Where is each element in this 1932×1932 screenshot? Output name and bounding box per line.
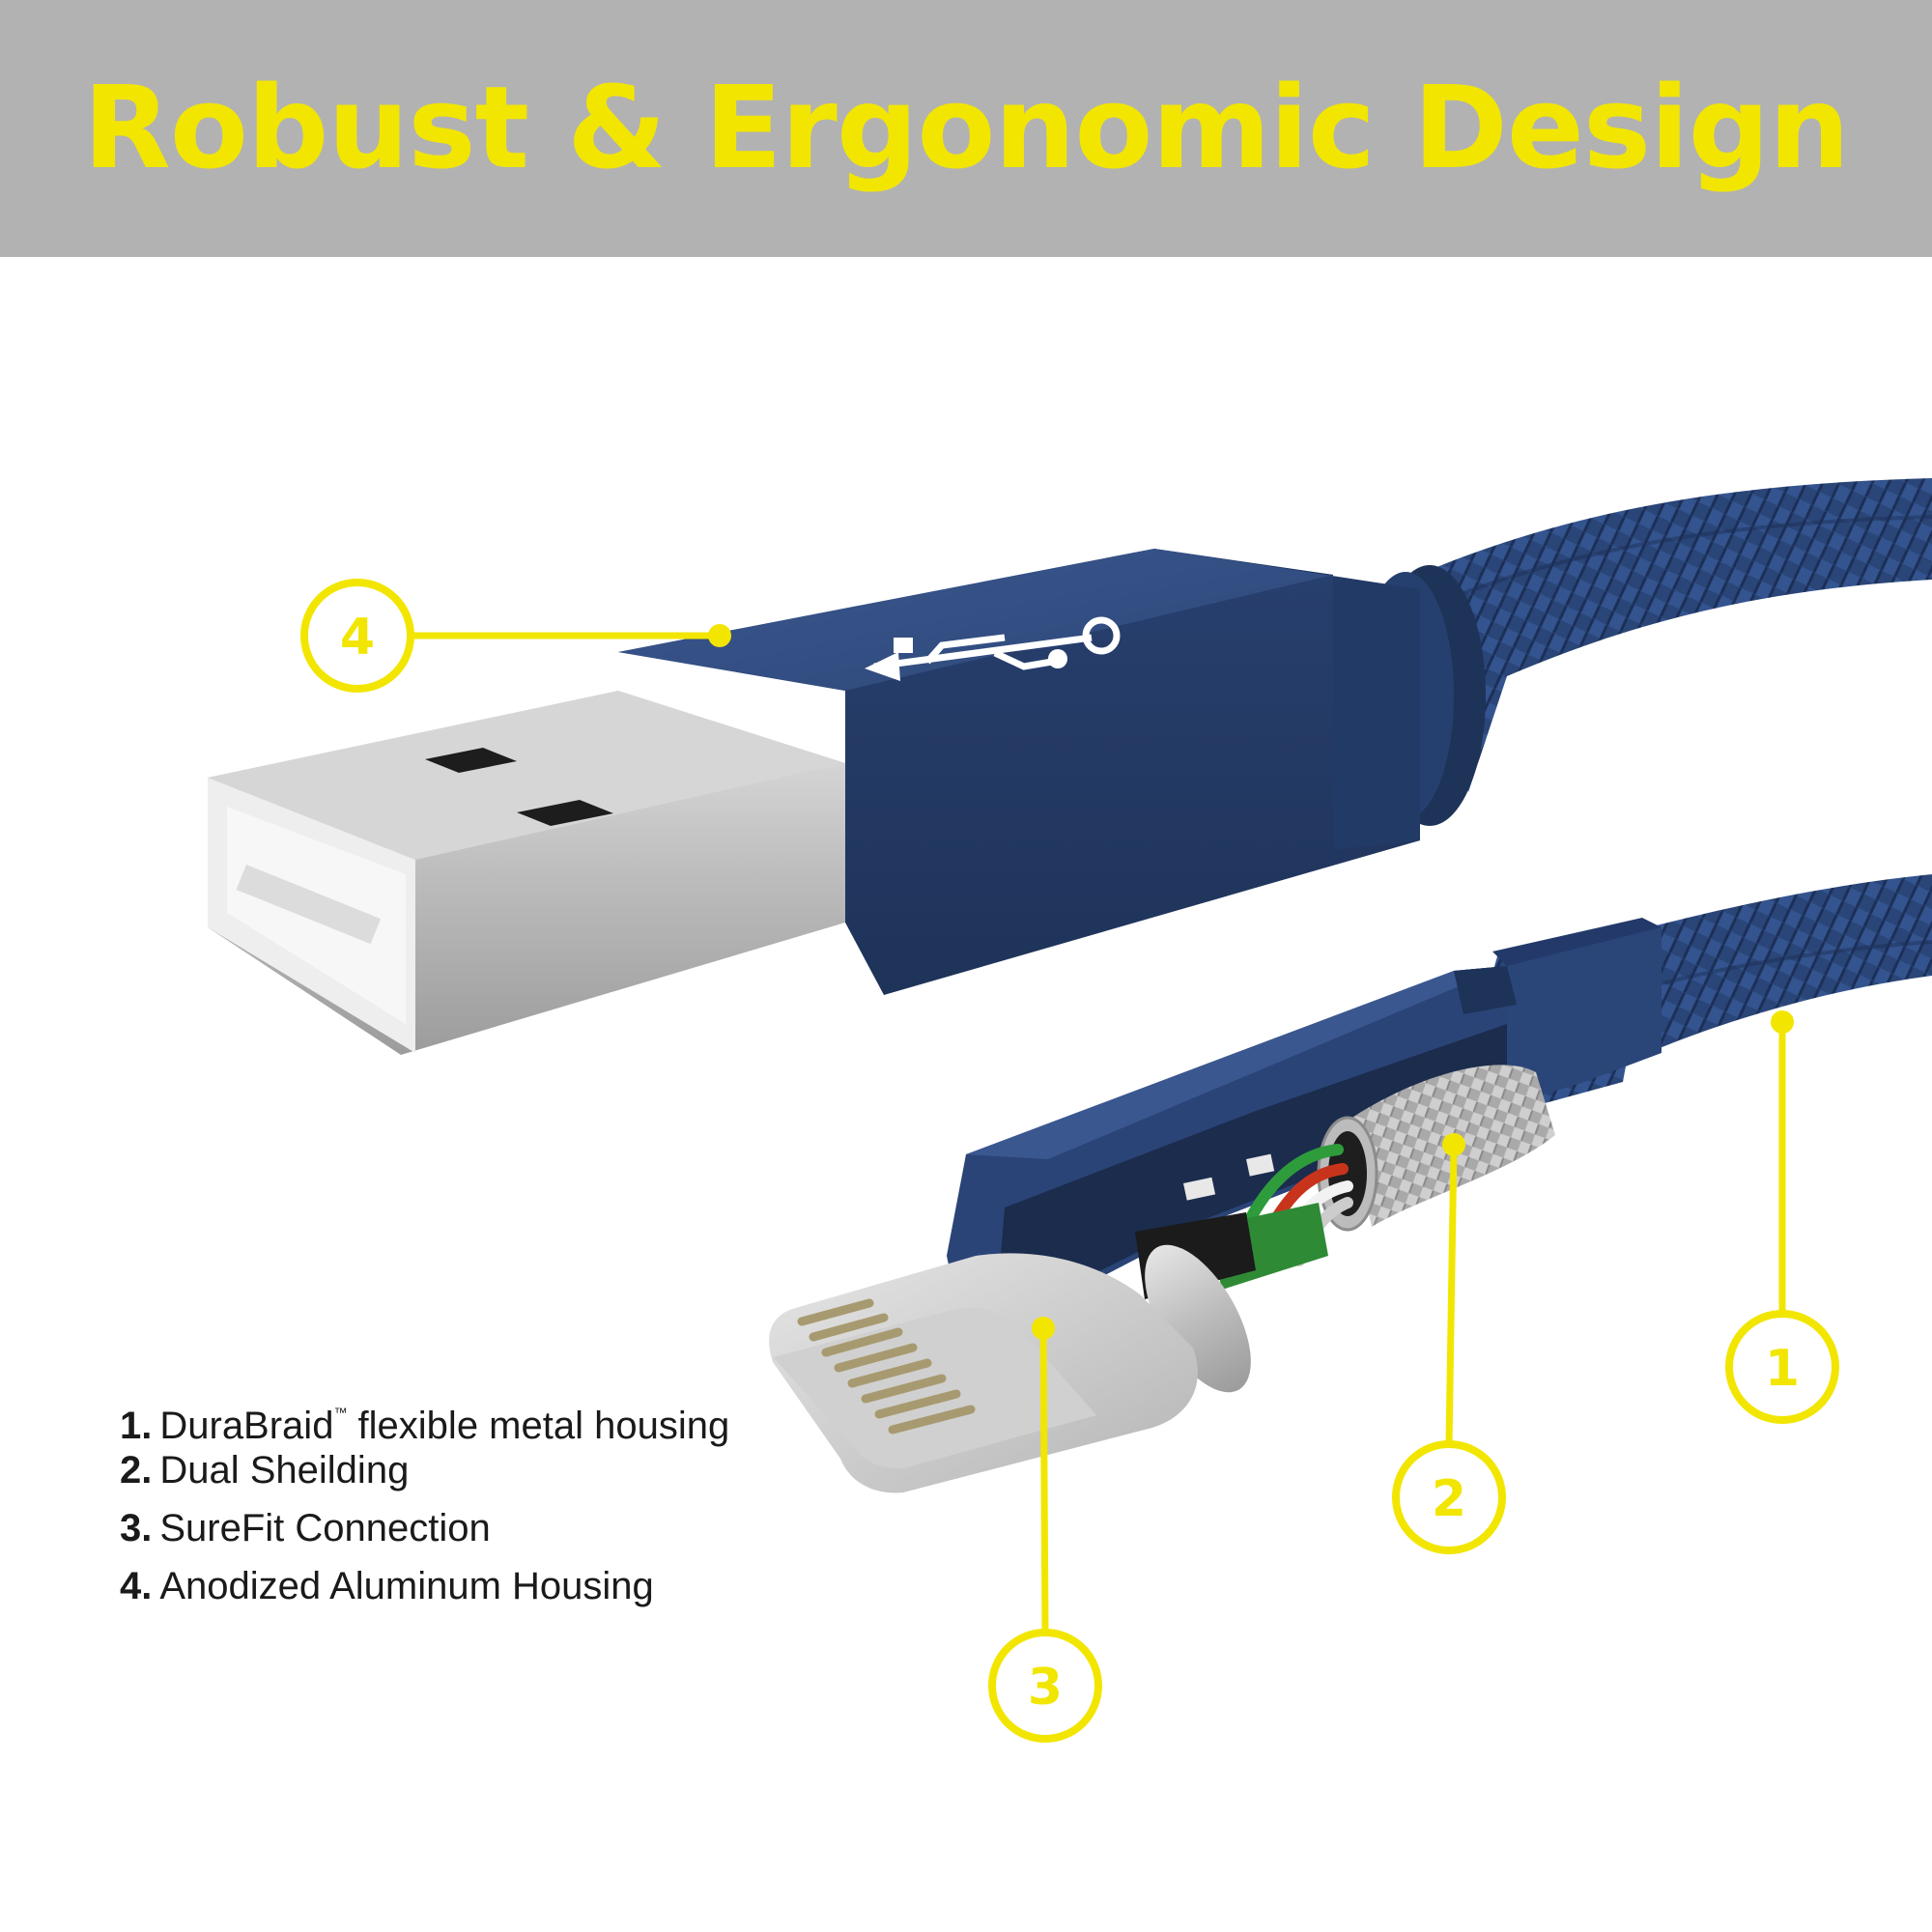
callout-2-number: 2 [1432, 1470, 1466, 1528]
callout-2: 2 [1392, 1133, 1506, 1554]
callout-3-number: 3 [1028, 1659, 1063, 1717]
legend-item: 2.Dual Sheilding [120, 1449, 410, 1492]
legend-item: 4.Anodized Aluminum Housing [120, 1565, 654, 1607]
legend-item: 3.SureFit Connection [120, 1507, 491, 1549]
callout-1: 1 [1725, 1010, 1839, 1424]
usb-icon [865, 616, 1121, 681]
callout-4: 4 [300, 579, 731, 693]
lightning-plug [769, 1244, 1251, 1493]
usb-a-connector [208, 549, 1420, 1055]
callout-3: 3 [988, 1317, 1102, 1743]
legend-item: 1.DuraBraid™ flexible metal housing [120, 1405, 730, 1447]
usb-plug-top [208, 691, 845, 860]
feature-legend: 1.DuraBraid™ flexible metal housing 2.Du… [120, 1383, 729, 1615]
callout-4-number: 4 [340, 609, 375, 667]
title-banner: Robust & Ergonomic Design [0, 0, 1932, 257]
usb-housing-side [1154, 549, 1420, 850]
page-title: Robust & Ergonomic Design [82, 61, 1850, 194]
upper-braided-cable [1430, 478, 1932, 792]
usb-plug-hole [517, 800, 613, 826]
usb-housing-top [618, 549, 1333, 691]
callout-1-number: 1 [1765, 1340, 1800, 1398]
usb-plug-hole [425, 748, 517, 773]
